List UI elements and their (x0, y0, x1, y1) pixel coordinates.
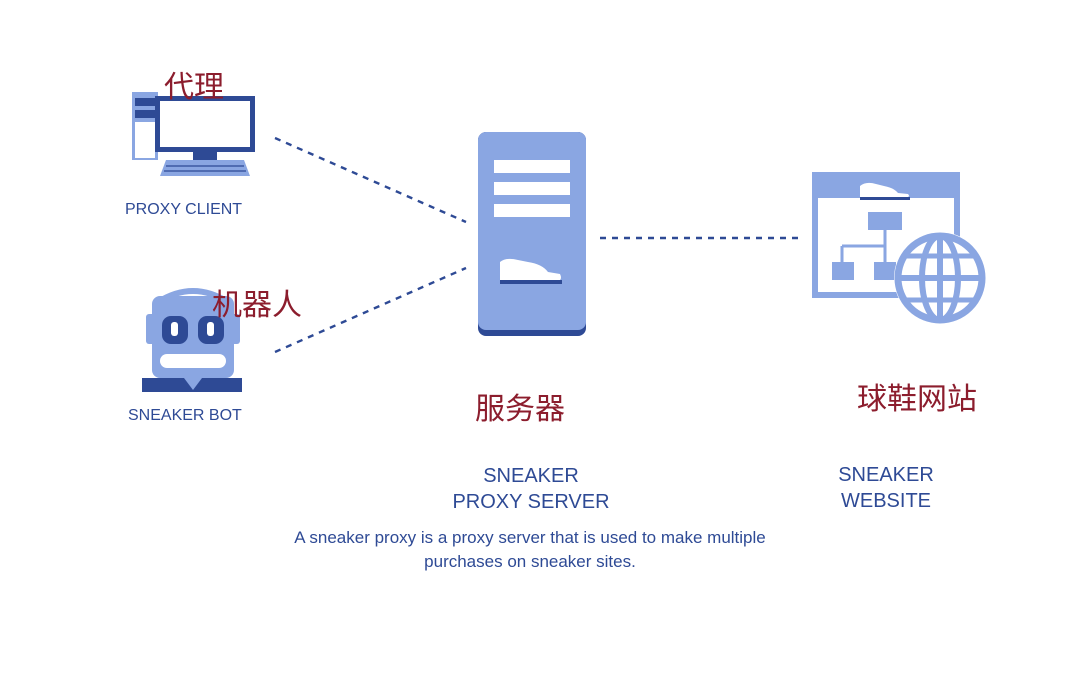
proxy-server-label: SNEAKER PROXY SERVER (436, 463, 626, 515)
website-label-line2: WEBSITE (840, 490, 931, 512)
proxy-client-label: PROXY CLIENT (125, 201, 243, 218)
sneaker-bot-label: SNEAKER BOT (128, 407, 242, 424)
caption-line1: A sneaker proxy is a proxy server that i… (294, 528, 766, 547)
connector-lines (274, 136, 802, 354)
connector-bot-server (274, 266, 467, 354)
diagram-caption: A sneaker proxy is a proxy server that i… (230, 526, 830, 574)
website-label: SNEAKER WEBSITE (826, 462, 946, 514)
proxy-client-annotation: 代理 (164, 70, 224, 105)
proxy-server-label-line1: SNEAKER (483, 465, 579, 487)
website-label-line1: SNEAKER (838, 464, 934, 486)
caption-line2: purchases on sneaker sites. (424, 552, 636, 571)
website-globe-icon (812, 172, 986, 324)
sneaker-bot-annotation: 机器人 (212, 288, 302, 323)
robot-icon (142, 288, 242, 392)
desktop-computer-icon (132, 92, 255, 176)
server-icon (478, 132, 586, 336)
connector-client-server (274, 136, 467, 224)
proxy-server-annotation: 服务器 (475, 392, 565, 427)
proxy-server-label-line2: PROXY SERVER (452, 491, 610, 513)
website-annotation: 球鞋网站 (857, 382, 977, 417)
